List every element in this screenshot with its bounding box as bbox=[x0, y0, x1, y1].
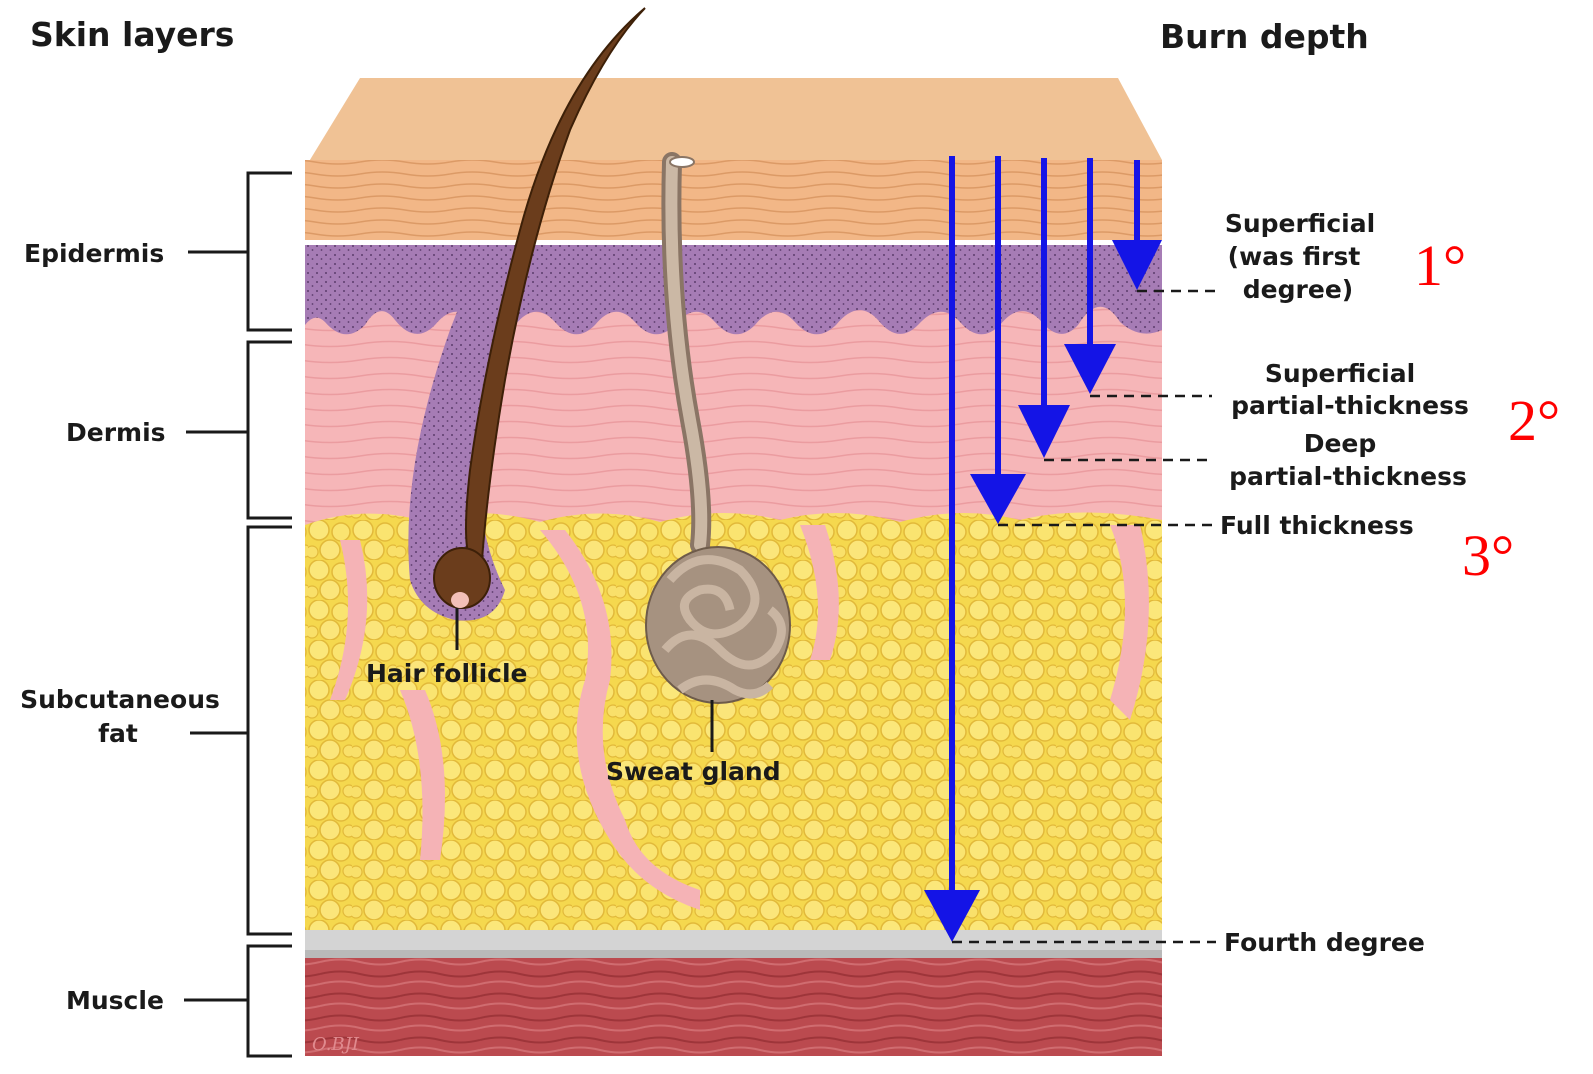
subcutaneous-label: Subcutaneous bbox=[20, 685, 220, 714]
muscle-label: Muscle bbox=[66, 986, 164, 1015]
third-degree-marker: 3° bbox=[1462, 523, 1514, 588]
sweat-gland-label: Sweat gland bbox=[606, 757, 781, 786]
burn-depth-header: Burn depth bbox=[1160, 17, 1369, 56]
superficial-partial-label-line1: Superficial bbox=[1265, 359, 1415, 388]
deep-partial-label-line2: partial-thickness bbox=[1229, 462, 1467, 491]
layer-brackets bbox=[184, 173, 292, 1056]
epidermis-label: Epidermis bbox=[24, 239, 164, 268]
fat-label: fat bbox=[98, 719, 138, 748]
dermis-label: Dermis bbox=[66, 418, 166, 447]
full-thickness-label: Full thickness bbox=[1220, 511, 1414, 540]
superficial-label-line3: degree) bbox=[1243, 275, 1353, 304]
superficial-label-line2: (was first bbox=[1228, 242, 1361, 271]
skin-layers-header: Skin layers bbox=[30, 15, 234, 54]
superficial-partial-label-line2: partial-thickness bbox=[1231, 391, 1469, 420]
superficial-label-line1: Superficial bbox=[1225, 209, 1375, 238]
first-degree-marker: 1° bbox=[1414, 233, 1466, 298]
deep-partial-label-line1: Deep bbox=[1304, 429, 1377, 458]
skin-surface bbox=[305, 78, 1162, 168]
second-degree-marker: 2° bbox=[1508, 388, 1560, 453]
artist-signature: O.BJI bbox=[312, 1034, 360, 1055]
muscle-layer bbox=[305, 958, 1162, 1056]
hair-follicle-label: Hair follicle bbox=[366, 659, 528, 688]
fourth-degree-label: Fourth degree bbox=[1224, 928, 1425, 957]
epidermis-outer-layer bbox=[305, 160, 1162, 244]
